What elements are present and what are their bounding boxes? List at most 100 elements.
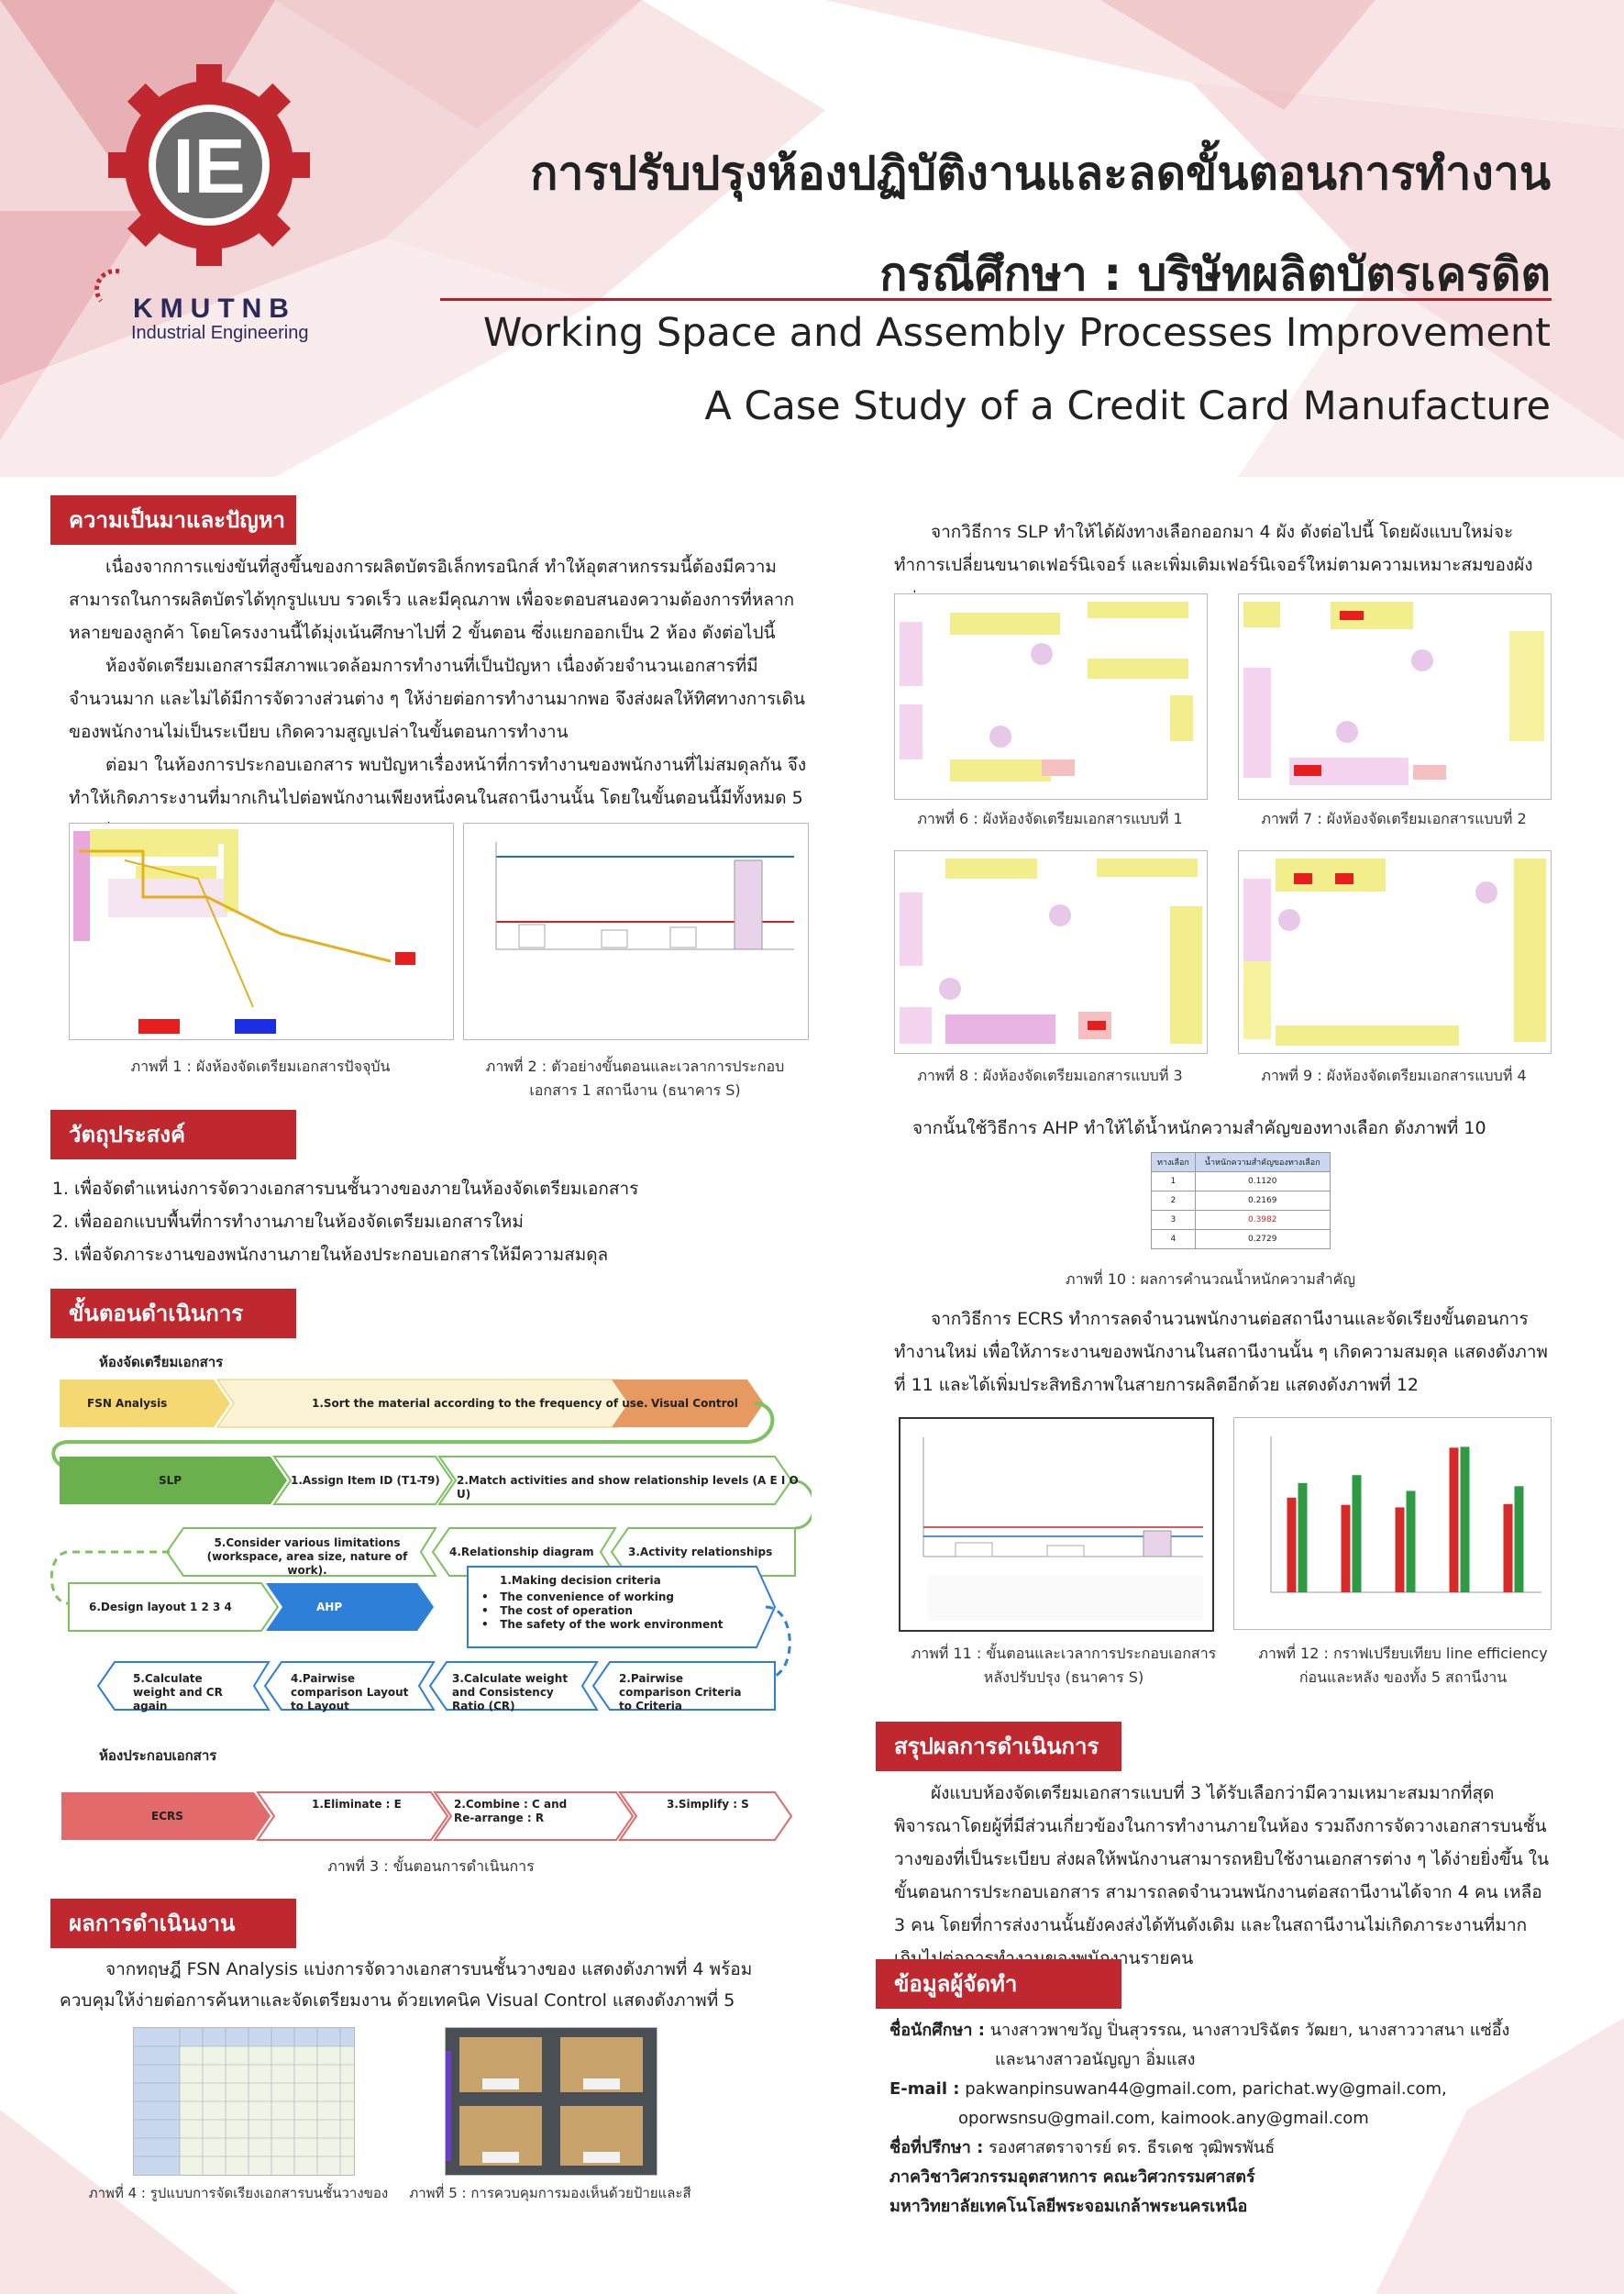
ie-logo: IE <box>106 62 312 268</box>
background-paragraph-1: เนื่องจากการแข่งขันที่สูงขึ้นของการผลิตบ… <box>69 557 795 643</box>
table-header-row: ทางเลือก น้ำหนักความสำคัญของทางเลือก <box>1151 1152 1331 1172</box>
bar-before <box>1503 1503 1513 1592</box>
students-label: ชื่อนักศึกษา : <box>889 2021 985 2040</box>
flow-ecrs-3: 3.Simplify : S <box>667 1798 749 1811</box>
flow-ecrs-1: 1.Eliminate : E <box>312 1798 402 1811</box>
line-efficiency-bars <box>1270 1436 1541 1593</box>
university: มหาวิทยาลัยเทคโนโลยีพระจอมเกล้าพระนครเหน… <box>889 2197 1248 2216</box>
advisor-name: รองศาสตราจารย์ ดร. ธีรเดช วุฒิพรพันธ์ <box>989 2138 1276 2157</box>
table-cell: 2 <box>1151 1191 1196 1211</box>
logo-swoosh <box>92 268 128 305</box>
flow-fsn-step: 1.Sort the material according to the fre… <box>312 1397 648 1410</box>
logo-letters: IE <box>172 123 245 209</box>
advisor-line: ชื่อที่ปรึกษา : รองศาสตราจารย์ ดร. ธีรเด… <box>889 2133 1550 2163</box>
logo-brand: KMUTNB <box>133 294 296 324</box>
advisor-label: ชื่อที่ปรึกษา : <box>889 2138 984 2157</box>
logo-subtitle: Industrial Engineering <box>131 323 309 343</box>
caption-figure-2: ภาพที่ 2 : ตัวอย่างขั้นตอนและเวลาการประก… <box>485 1058 785 1099</box>
figure-11-after-chart <box>899 1417 1214 1632</box>
bar-after <box>1514 1486 1524 1592</box>
flow-ahp-3: 3.Calculate weight and Consistency Ratio… <box>452 1672 569 1712</box>
figure-5-visual-control-photo <box>445 2027 657 2176</box>
section-background: ความเป็นมาและปัญหา <box>50 495 296 545</box>
table-cell: 1 <box>1151 1171 1196 1191</box>
title-divider <box>440 298 1552 301</box>
ahp-criterion: • The convenience of working <box>481 1590 674 1603</box>
objective-item: เพื่อจัดภาระงานของพนักงานภายในห้องประกอบ… <box>74 1238 784 1271</box>
background-paragraph-2: ห้องจัดเตรียมเอกสารมีสภาพแวดล้อมการทำงาน… <box>69 656 805 742</box>
caption-figure-6: ภาพที่ 6 : ผังห้องจัดเตรียมเอกสารแบบที่ … <box>917 810 1183 827</box>
table-cell: 0.1120 <box>1194 1171 1331 1191</box>
ahp-criterion: • The safety of the work environment <box>481 1618 724 1631</box>
title-english-line2: A Case Study of a Credit Card Manufactur… <box>704 383 1551 429</box>
caption-figure-8: ภาพที่ 8 : ผังห้องจัดเตรียมเอกสารแบบที่ … <box>917 1067 1183 1084</box>
title-thai-line2: กรณีศึกษา : บริษัทผลิตบัตรเครดิต <box>879 248 1551 301</box>
table-cell: 3 <box>1151 1210 1196 1230</box>
ahp-paragraph: จากนั้นใช้วิธีการ AHP ทำให้ได้น้ำหนักควา… <box>912 1118 1486 1138</box>
email-addresses: pakwanpinsuwan44@gmail.com, parichat.wy@… <box>965 2079 1447 2099</box>
figure-1-current-layout <box>69 823 454 1040</box>
figure-7-layout-2 <box>1238 593 1552 800</box>
objective-list: เพื่อจัดตำแหน่งการจัดวางเอกสารบนชั้นวางข… <box>50 1172 784 1271</box>
table-cell: 0.3982 <box>1194 1210 1331 1230</box>
objective-item: เพื่อจัดตำแหน่งการจัดวางเอกสารบนชั้นวางข… <box>74 1172 784 1205</box>
students-names: นางสาวพาขวัญ ปิ่นสุวรรณ, นางสาวปริฉัตร ว… <box>989 2021 1510 2040</box>
flow-ahp-1: 1.Making decision criteria <box>500 1574 661 1587</box>
process-flow-diagram: FSN Analysis 1.Sort the material accordi… <box>50 1367 815 1862</box>
flow-ecrs: ECRS <box>151 1810 183 1823</box>
title-thai-line1: การปรับปรุงห้องปฏิบัติงานและลดขั้นตอนการ… <box>530 147 1551 200</box>
title-english-line1: Working Space and Assembly Processes Imp… <box>482 310 1551 356</box>
flow-shapes <box>50 1379 815 1841</box>
section-authors: ข้อมูลผู้จัดทำ <box>876 1959 1121 2009</box>
table-cell: 4 <box>1151 1229 1196 1249</box>
bar-after <box>1352 1475 1362 1592</box>
section-results: ผลการดำเนินงาน <box>50 1899 296 1948</box>
section-conclusion: สรุปผลการดำเนินการ <box>876 1722 1121 1771</box>
flow-ahp-5: 5.Calculate weight and CR again <box>133 1672 223 1712</box>
table-row: 3 0.3982 <box>1151 1210 1331 1230</box>
table-header: น้ำหนักความสำคัญของทางเลือก <box>1194 1152 1331 1172</box>
figure-9-layout-4 <box>1238 850 1552 1054</box>
section-method: ขั้นตอนดำเนินการ <box>50 1289 296 1338</box>
results-paragraph: จากทฤษฎี FSN Analysis แบ่งการจัดวางเอกสา… <box>60 1959 753 2011</box>
authors-block: ชื่อนักศึกษา : นางสาวพาขวัญ ปิ่นสุวรรณ, … <box>889 2016 1550 2222</box>
flow-slp-3: 3.Activity relationships <box>628 1546 773 1558</box>
caption-figure-5: ภาพที่ 5 : การควบคุมการมองเห็นด้วยป้ายแล… <box>409 2185 691 2201</box>
flow-ahp-criteria: • The convenience of working • The cost … <box>481 1590 723 1632</box>
gear-icon: IE <box>106 62 312 268</box>
flow-slp-2: 2.Match activities and show relationship… <box>457 1474 799 1501</box>
ecrs-paragraph: จากวิธีการ ECRS ทำการลดจำนวนพนักงานต่อสถ… <box>894 1309 1548 1395</box>
layout-3-diagram <box>900 859 1202 1044</box>
department: ภาควิชาวิศวกรรมอุตสาหการ คณะวิศวกรรมศาสต… <box>889 2167 1255 2187</box>
flow-ahp-2: 2.Pairwise comparison Criteria to Criter… <box>619 1672 742 1712</box>
bar-before <box>1341 1504 1351 1592</box>
flow-slp-1: 1.Assign Item ID (T1-T9) <box>291 1474 440 1487</box>
email-line: E-mail : pakwanpinsuwan44@gmail.com, par… <box>889 2075 1550 2104</box>
bar-before <box>1287 1497 1297 1592</box>
bar-before <box>1395 1507 1405 1592</box>
flow-ahp-4: 4.Pairwise comparison Layout to Layout <box>291 1672 409 1712</box>
flow-fsn: FSN Analysis <box>87 1397 168 1410</box>
table-header: ทางเลือก <box>1151 1152 1196 1172</box>
figure-6-layout-1 <box>894 593 1208 800</box>
figure-8-layout-3 <box>894 850 1208 1054</box>
figure-12-line-efficiency-chart <box>1233 1417 1552 1630</box>
students-line-2: และนางสาวอนัญญา อิ่มแสง <box>995 2050 1196 2069</box>
cycle-time-chart <box>495 842 794 950</box>
table-cell: 0.2169 <box>1194 1191 1331 1211</box>
shelf-photo <box>446 2037 643 2166</box>
ahp-criterion: • The cost of operation <box>481 1604 633 1617</box>
flow-slp: SLP <box>159 1474 182 1487</box>
after-cycle-chart <box>922 1437 1203 1621</box>
flow-slp-6: 6.Design layout 1 2 3 4 <box>89 1601 232 1613</box>
email-line-2: oporwsnsu@gmail.com, kaimook.any@gmail.c… <box>958 2109 1369 2128</box>
caption-figure-10: ภาพที่ 10 : ผลการคำนวณน้ำหนักความสำคัญ <box>1066 1270 1355 1288</box>
caption-figure-4: ภาพที่ 4 : รูปแบบการจัดเรียงเอกสารบนชั้น… <box>88 2185 389 2201</box>
room-assembly-label: ห้องประกอบเอกสาร <box>99 1747 217 1764</box>
table-row: 1 0.1120 <box>1151 1171 1331 1191</box>
figure-2-cycle-chart <box>463 823 809 1040</box>
flow-visual-control: Visual Control <box>651 1397 738 1410</box>
bar-after <box>1406 1491 1416 1592</box>
bar-after <box>1298 1482 1308 1592</box>
layout-4-diagram <box>1243 859 1546 1046</box>
